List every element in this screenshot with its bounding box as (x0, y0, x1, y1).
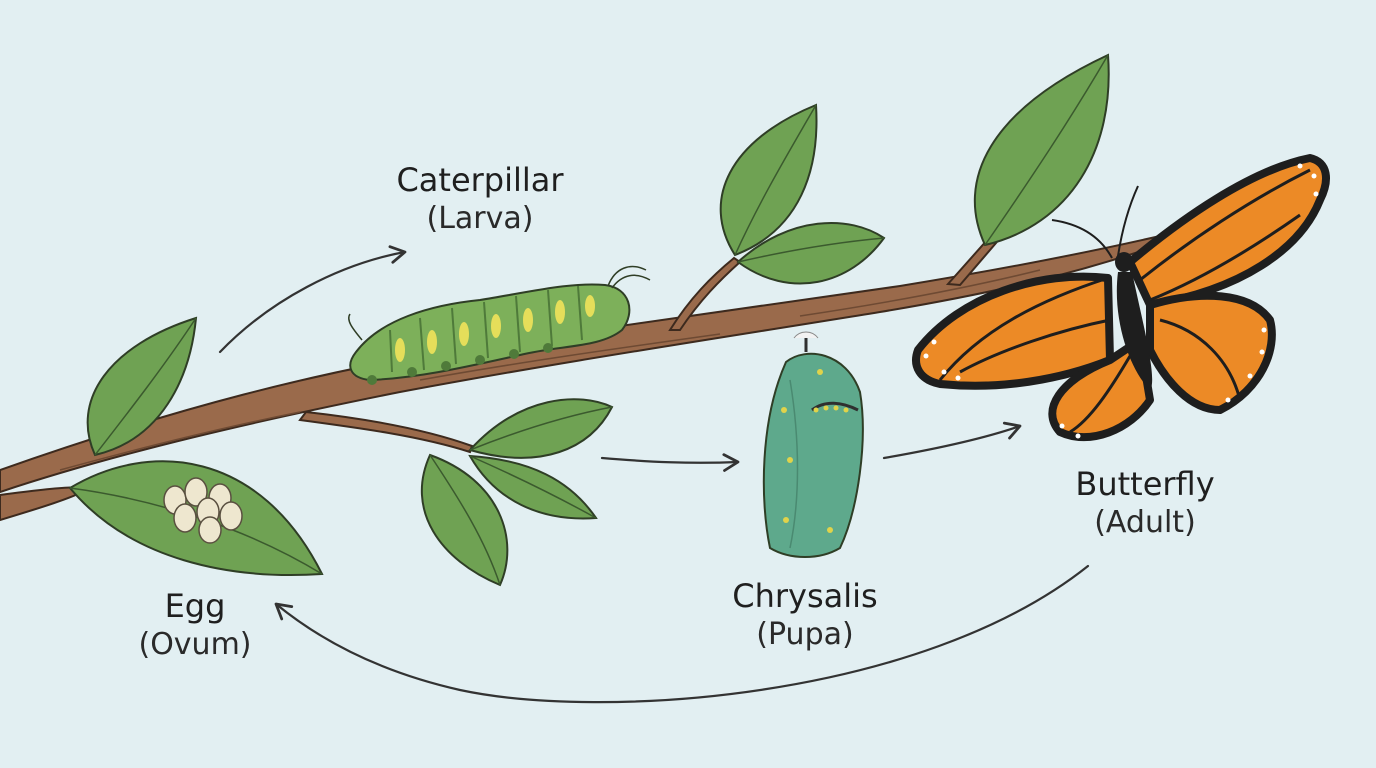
stage-name-butterfly: Butterfly (1075, 465, 1215, 503)
caterpillar (348, 265, 651, 385)
butterfly (912, 154, 1330, 442)
stage-sub-egg: (Ovum) (138, 627, 252, 662)
stage-name-caterpillar: Caterpillar (396, 161, 564, 199)
leaf-middle-lower (420, 453, 509, 587)
arrow-egg-to-caterpillar (218, 245, 407, 354)
stage-sub-caterpillar: (Larva) (426, 201, 534, 236)
leaf-upper-side (736, 221, 886, 285)
stage-label-chrysalis: Chrysalis (Pupa) (700, 576, 910, 654)
forewing-left (912, 272, 1114, 390)
stage-name-chrysalis: Chrysalis (732, 577, 878, 615)
leaf-upper-tall (719, 103, 818, 257)
chrysalis (762, 331, 864, 558)
arrow-butterfly-to-egg (274, 564, 1090, 704)
stage-name-egg: Egg (164, 587, 226, 625)
hindwing-left (1048, 336, 1154, 442)
leaf-left-upper (86, 316, 198, 457)
forewing-right (1126, 154, 1330, 309)
arrow-caterpillar-to-chrysalis (600, 453, 740, 472)
hindwing-right (1146, 291, 1276, 414)
arrow-chrysalis-to-butterfly (882, 421, 1022, 460)
egg-cluster (163, 477, 243, 544)
stage-sub-chrysalis: (Pupa) (756, 617, 854, 652)
leaf-right (973, 53, 1110, 247)
leaf-middle-right (468, 398, 614, 459)
stage-label-caterpillar: Caterpillar (Larva) (360, 160, 600, 238)
stage-label-butterfly: Butterfly (Adult) (1040, 464, 1250, 542)
stage-label-egg: Egg (Ovum) (95, 586, 295, 664)
antennae (1051, 185, 1139, 259)
cycle-arrows (218, 245, 1090, 704)
leaf-middle-bottom (468, 454, 598, 520)
wing-spots (923, 163, 1319, 439)
butterfly-body (1115, 252, 1153, 390)
stage-sub-butterfly: (Adult) (1094, 505, 1196, 540)
